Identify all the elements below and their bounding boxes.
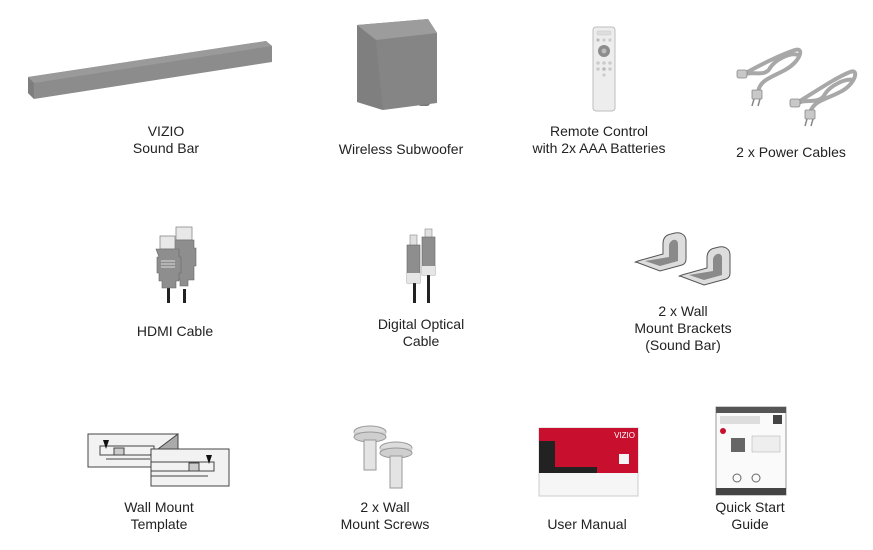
- screws-label-line1: 2 x Wall: [360, 499, 410, 515]
- optical-cable-label-line2: Cable: [402, 333, 440, 349]
- user-manual-label: User Manual: [547, 516, 627, 532]
- brackets-label-line1: 2 x Wall: [658, 303, 708, 319]
- screws-label-line2: Mount Screws: [340, 516, 430, 532]
- quick-start-label-line2: Guide: [731, 516, 769, 532]
- sound-bar-label-line1: VIZIO: [147, 123, 185, 139]
- template-label-line2: Template: [130, 516, 188, 532]
- brackets-label-line2: Mount Brackets: [634, 320, 732, 336]
- sound-bar-label-line2: Sound Bar: [132, 140, 200, 156]
- remote-label-line2: with 2x AAA Batteries: [532, 140, 666, 156]
- subwoofer-label: Wireless Subwoofer: [338, 141, 464, 157]
- template-label-line1: Wall Mount: [124, 499, 194, 515]
- power-cables-label: 2 x Power Cables: [736, 144, 846, 160]
- brackets-label-line3: (Sound Bar): [645, 337, 721, 353]
- optical-cable-label-line1: Digital Optical: [377, 316, 465, 332]
- hdmi-cable-label: HDMI Cable: [136, 323, 214, 339]
- remote-label-line1: Remote Control: [549, 123, 649, 139]
- svg-text:VIZIO: VIZIO: [614, 431, 635, 440]
- quick-start-label-line1: Quick Start: [715, 499, 785, 515]
